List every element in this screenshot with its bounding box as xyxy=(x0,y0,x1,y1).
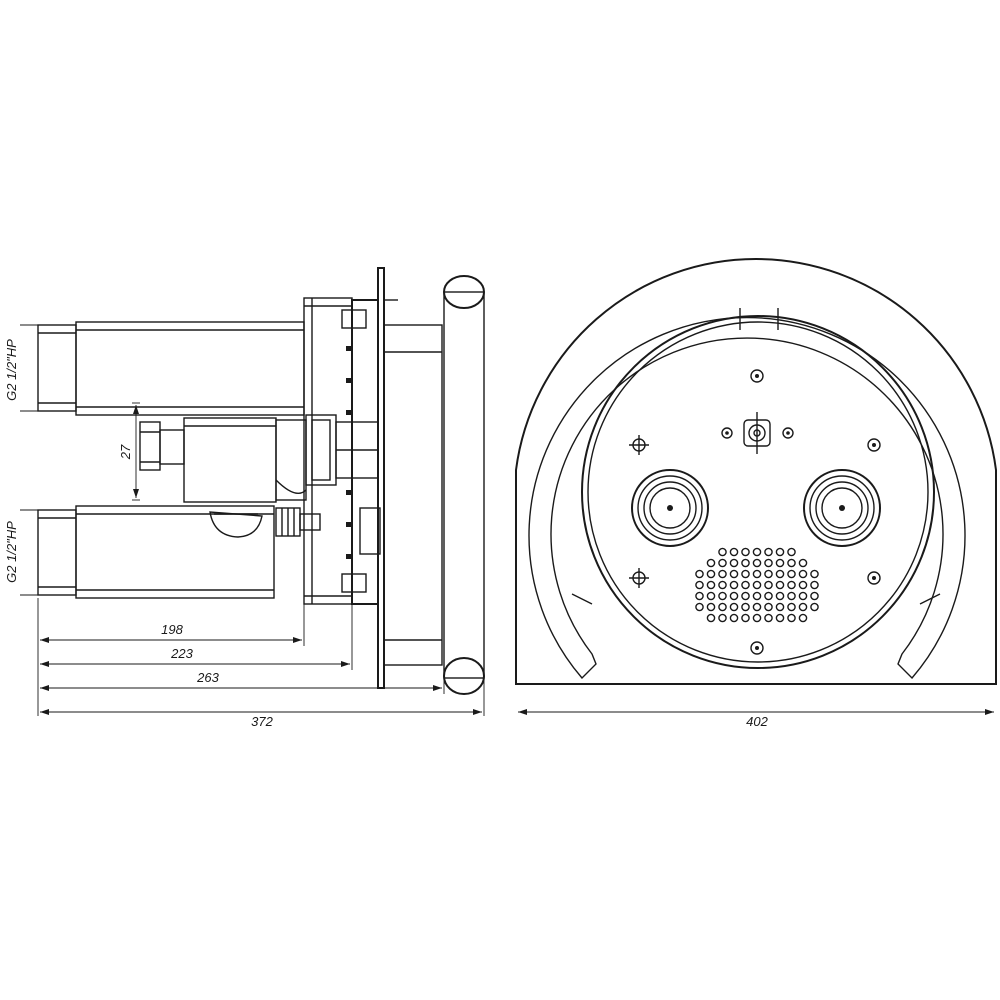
nozzle-hole xyxy=(695,602,704,612)
dim-402: 402 xyxy=(518,709,994,729)
nozzle-hole xyxy=(798,558,808,568)
nozzle-hole xyxy=(706,591,716,601)
nozzle-hole xyxy=(775,591,785,601)
nozzle-hole xyxy=(787,547,796,557)
nozzle-hole xyxy=(787,602,796,612)
nozzle-hole xyxy=(775,547,785,557)
nozzle-hole xyxy=(752,580,762,590)
jet-left xyxy=(631,469,709,547)
nozzle-hole xyxy=(764,547,773,557)
nozzle-hole xyxy=(764,602,773,612)
thread-label-top: G2 1/2"НР xyxy=(4,339,19,401)
nozzle-hole xyxy=(810,569,819,579)
housing xyxy=(303,267,443,689)
front-plate xyxy=(581,315,935,669)
nozzle-hole xyxy=(695,569,704,579)
thread-label-bottom: G2 1/2"НР xyxy=(4,521,19,583)
nozzle-hole xyxy=(752,591,762,601)
nozzle-hole xyxy=(810,591,819,601)
nozzle-hole xyxy=(764,558,773,568)
nozzle-hole xyxy=(718,602,727,612)
nozzle-hole xyxy=(718,591,727,601)
dim-198-label: 198 xyxy=(161,622,183,637)
nozzle-hole xyxy=(729,580,739,590)
nozzle-hole xyxy=(810,602,819,612)
nozzle-hole xyxy=(706,569,716,579)
air-valve xyxy=(139,421,185,471)
nozzle-hole xyxy=(798,580,808,590)
nozzle-hole xyxy=(775,602,785,612)
nozzle-hole xyxy=(787,569,796,579)
nozzle-hole xyxy=(798,602,808,612)
nozzle-hole xyxy=(706,613,716,623)
nozzle-hole xyxy=(741,558,750,568)
dim-263-label: 263 xyxy=(196,670,219,685)
dim-27-label: 27 xyxy=(118,444,133,460)
nozzle-hole xyxy=(775,569,785,579)
handrail-inner xyxy=(528,316,966,680)
front-view: 402 xyxy=(515,258,997,729)
nozzle-hole xyxy=(729,591,739,601)
nozzle-hole xyxy=(775,580,785,590)
nozzle-hole xyxy=(752,613,762,623)
dim-223-label: 223 xyxy=(170,646,193,661)
nozzle-hole xyxy=(729,547,739,557)
nozzle-hole xyxy=(764,580,773,590)
nozzle-hole xyxy=(764,569,773,579)
nozzle-hole xyxy=(729,602,739,612)
upper-pipe xyxy=(37,321,305,416)
nozzle-hole xyxy=(798,591,808,601)
nozzle-hole xyxy=(729,613,739,623)
nozzle-hole xyxy=(706,558,716,568)
side-view: 27 G2 1/2"НР G2 1/2"НР 198 223 263 372 xyxy=(4,267,485,729)
jet-right xyxy=(803,469,881,547)
nozzle-hole xyxy=(752,558,762,568)
nozzle-hole xyxy=(787,613,796,623)
nozzle-hole xyxy=(810,580,819,590)
nozzle-hole xyxy=(706,580,716,590)
nozzle-hole xyxy=(718,580,727,590)
nozzle-hole xyxy=(752,569,762,579)
nozzle-hole xyxy=(729,558,739,568)
central-body xyxy=(183,414,379,537)
dim-horizontal: 198 223 263 372 xyxy=(37,598,485,729)
nozzle-hole xyxy=(764,613,773,623)
nozzle-hole xyxy=(695,580,704,590)
nozzle-hole xyxy=(706,602,716,612)
handrail-outer-arc xyxy=(515,258,997,685)
nozzle-hole xyxy=(775,558,785,568)
nozzle-grid xyxy=(695,547,819,623)
nozzle-hole xyxy=(741,569,750,579)
nozzle-hole xyxy=(718,613,727,623)
nozzle-hole xyxy=(787,558,796,568)
nozzle-hole xyxy=(729,569,739,579)
dim-402-label: 402 xyxy=(746,714,768,729)
lower-pipe xyxy=(37,505,275,599)
handrail-side xyxy=(443,275,485,695)
nozzle-hole xyxy=(718,558,727,568)
nozzle-hole xyxy=(798,613,808,623)
nozzle-hole xyxy=(741,547,750,557)
nozzle-hole xyxy=(695,591,704,601)
screws xyxy=(629,369,881,655)
nozzle-hole xyxy=(787,591,796,601)
nozzle-hole xyxy=(752,547,762,557)
nozzle-hole xyxy=(752,602,762,612)
nozzle-hole xyxy=(775,613,785,623)
nozzle-hole xyxy=(741,613,750,623)
nozzle-hole xyxy=(798,569,808,579)
nozzle-hole xyxy=(741,591,750,601)
screw-cross-bottom xyxy=(629,568,649,588)
screw-cross-top xyxy=(629,435,649,455)
nozzle-hole xyxy=(764,591,773,601)
nozzle-hole xyxy=(741,602,750,612)
nozzle-hole xyxy=(741,580,750,590)
air-regulator-knob xyxy=(743,412,771,454)
nozzle-hole xyxy=(718,547,727,557)
dim-27: 27 xyxy=(118,402,140,501)
dim-372-label: 372 xyxy=(251,714,273,729)
nozzle-hole xyxy=(787,580,796,590)
nozzle-hole xyxy=(718,569,727,579)
